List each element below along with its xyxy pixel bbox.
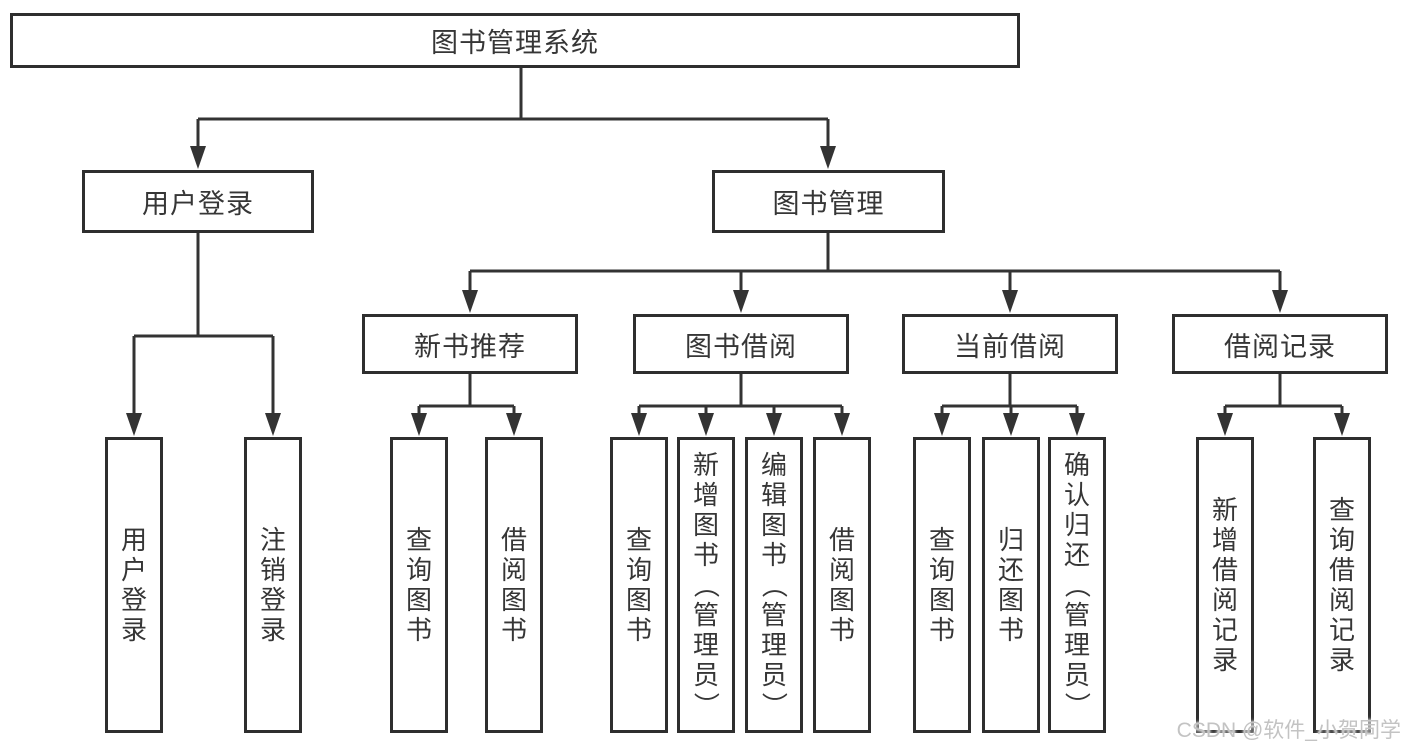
leaf-query-borrow-record: 查询借阅记录 xyxy=(1313,437,1371,733)
arrowhead xyxy=(1272,290,1288,313)
arrowhead xyxy=(462,290,478,313)
arrowhead xyxy=(126,413,142,436)
leaf-query-books-current: 查询图书 xyxy=(913,437,971,733)
node-new-book-recommend: 新书推荐 xyxy=(362,314,578,374)
arrowhead xyxy=(698,413,714,436)
watermark-text: CSDN @软件_小贺同学 xyxy=(1176,719,1401,742)
leaf-user-login: 用户登录 xyxy=(105,437,163,733)
leaf-logout-login: 注销登录 xyxy=(244,437,302,733)
arrowhead xyxy=(733,290,749,313)
leaf-add-book-admin: 新增图书（管理员） xyxy=(677,437,735,733)
node-borrow-records: 借阅记录 xyxy=(1172,314,1388,374)
leaf-borrow-books: 借阅图书 xyxy=(813,437,871,733)
leaf-add-borrow-record: 新增借阅记录 xyxy=(1196,437,1254,733)
arrowhead xyxy=(506,413,522,436)
arrowhead xyxy=(1069,413,1085,436)
arrowhead xyxy=(1002,290,1018,313)
arrowhead xyxy=(820,146,836,169)
node-book-management: 图书管理 xyxy=(712,170,945,233)
arrowhead xyxy=(1217,413,1233,436)
node-library-system: 图书管理系统 xyxy=(10,13,1020,68)
arrowhead xyxy=(1003,413,1019,436)
arrowhead xyxy=(766,413,782,436)
leaf-edit-book-admin: 编辑图书（管理员） xyxy=(745,437,803,733)
arrowhead xyxy=(631,413,647,436)
arrowhead xyxy=(190,146,206,169)
node-book-borrow: 图书借阅 xyxy=(633,314,849,374)
arrowhead xyxy=(265,413,281,436)
arrowhead xyxy=(934,413,950,436)
connector-path xyxy=(132,68,1344,417)
leaf-borrow-books-recommend: 借阅图书 xyxy=(485,437,543,733)
leaf-query-books-borrow: 查询图书 xyxy=(610,437,668,733)
node-user-login: 用户登录 xyxy=(82,170,314,233)
arrowheads xyxy=(126,146,1350,436)
arrowhead xyxy=(834,413,850,436)
node-current-borrow: 当前借阅 xyxy=(902,314,1118,374)
leaf-query-books-recommend: 查询图书 xyxy=(390,437,448,733)
leaf-confirm-return-admin: 确认归还（管理员） xyxy=(1048,437,1106,733)
leaf-return-book: 归还图书 xyxy=(982,437,1040,733)
arrowhead xyxy=(411,413,427,436)
arrowhead xyxy=(1334,413,1350,436)
